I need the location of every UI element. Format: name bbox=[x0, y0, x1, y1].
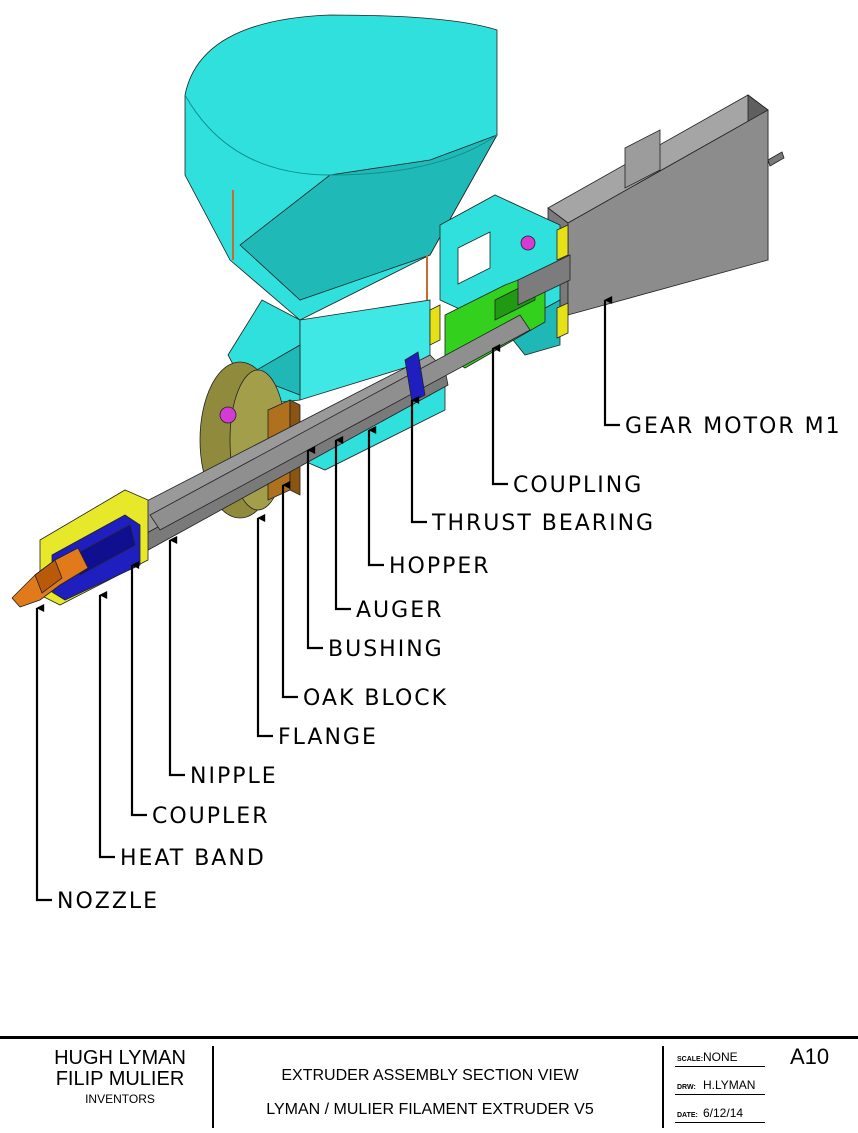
drawn-value: H.LYMAN bbox=[703, 1078, 756, 1092]
nozzle bbox=[11, 547, 89, 608]
drawn-label: DRW: bbox=[677, 1084, 696, 1091]
hopper bbox=[184, 14, 498, 406]
callout-gear-motor: GEAR MOTOR M1 bbox=[625, 414, 842, 439]
inventor-name: HUGH LYMAN bbox=[54, 1047, 186, 1069]
date-label: DATE: bbox=[677, 1112, 698, 1119]
drawn-row: DRW: H.LYMAN bbox=[675, 1072, 765, 1095]
divider bbox=[212, 1046, 214, 1128]
title-block: HUGH LYMAN FILIP MULIER INVENTORS EXTRUD… bbox=[0, 1036, 858, 1133]
callout-coupling: COUPLING bbox=[513, 473, 643, 498]
callout-coupler: COUPLER bbox=[152, 804, 270, 829]
sheet-number: A10 bbox=[790, 1044, 830, 1069]
callout-oak-block: OAK BLOCK bbox=[303, 686, 448, 711]
scale-row: SCALE: NONE bbox=[675, 1044, 765, 1067]
drawing-titles: EXTRUDER ASSEMBLY SECTION VIEW LYMAN / M… bbox=[225, 1059, 635, 1127]
callout-heat-band: HEAT BAND bbox=[120, 846, 266, 871]
gear-motor bbox=[547, 94, 785, 316]
inventors-block: HUGH LYMAN FILIP MULIER INVENTORS bbox=[30, 1048, 210, 1107]
title-block-border bbox=[0, 1036, 858, 1039]
callout-bushing: BUSHING bbox=[328, 637, 444, 662]
divider bbox=[662, 1046, 664, 1128]
inventors-role: INVENTORS bbox=[85, 1092, 155, 1106]
callout-hopper: HOPPER bbox=[389, 554, 491, 579]
auger bbox=[109, 314, 531, 561]
date-row: DATE: 6/12/14 bbox=[675, 1100, 765, 1123]
callout-auger: AUGER bbox=[356, 598, 443, 623]
callout-nozzle: NOZZLE bbox=[57, 889, 159, 914]
date-value: 6/12/14 bbox=[703, 1106, 744, 1120]
inventor-name: FILIP MULIER bbox=[55, 1068, 185, 1090]
callout-thrust-bearing: THRUST BEARING bbox=[431, 511, 655, 536]
drawing-subtitle: LYMAN / MULIER FILAMENT EXTRUDER V5 bbox=[266, 1101, 594, 1118]
callout-nipple: NIPPLE bbox=[190, 764, 278, 789]
callout-flange: FLANGE bbox=[278, 725, 378, 750]
scale-label: SCALE: bbox=[677, 1056, 704, 1063]
callouts: GEAR MOTOR M1 COUPLING THRUST BEARING HO… bbox=[35, 296, 842, 914]
drawing-title: EXTRUDER ASSEMBLY SECTION VIEW bbox=[281, 1067, 579, 1084]
extruder-section-drawing: GEAR MOTOR M1 COUPLING THRUST BEARING HO… bbox=[11, 14, 842, 914]
scale-value: NONE bbox=[703, 1050, 738, 1064]
